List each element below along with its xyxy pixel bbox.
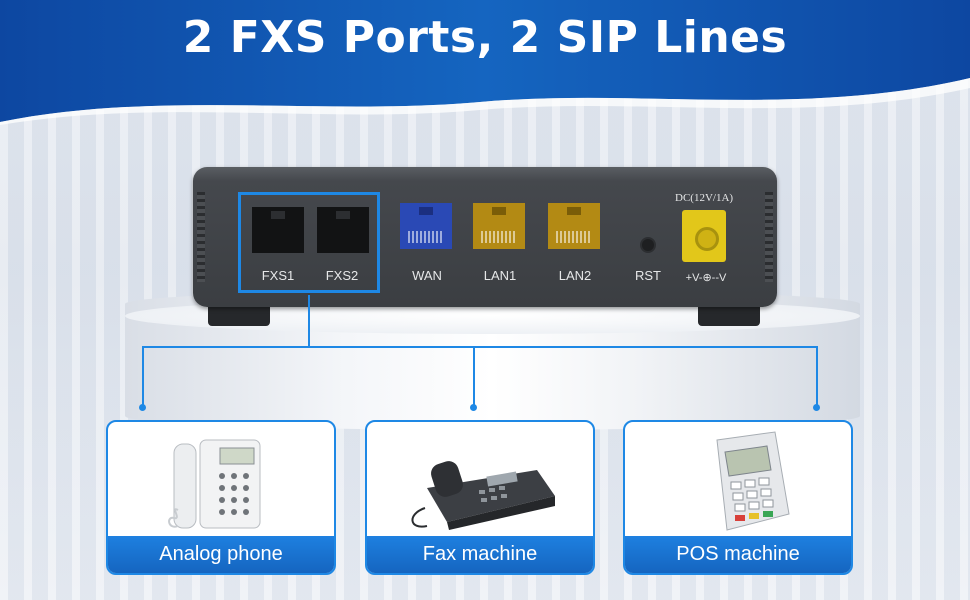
vent-right	[765, 192, 773, 282]
dc-power-jack	[682, 210, 726, 262]
device-card-fax-machine: Fax machine	[365, 420, 595, 575]
fxs2-label: FXS2	[325, 268, 359, 283]
dc-power-label: DC(12V/1A)	[675, 192, 734, 204]
connector-drop-left	[142, 346, 144, 406]
vent-left	[197, 192, 205, 282]
fax-machine-icon	[367, 426, 593, 538]
connector-stem	[308, 295, 310, 347]
connector-drop-right	[816, 346, 818, 406]
connector-dot-center	[470, 404, 477, 411]
connector-drop-center	[473, 346, 475, 406]
device-card-analog-phone: Analog phone	[106, 420, 336, 575]
header-banner: 2 FXS Ports, 2 SIP Lines	[0, 0, 970, 125]
device-card-pos-machine: POS machine	[623, 420, 853, 575]
wan-port	[400, 203, 452, 249]
page-title: 2 FXS Ports, 2 SIP Lines	[182, 12, 788, 63]
rst-label: RST	[635, 268, 661, 283]
dc-polarity-label: +V-⊕--V	[685, 272, 727, 284]
reset-button	[640, 237, 656, 253]
fax-machine-label: Fax machine	[367, 536, 593, 573]
pos-machine-icon	[625, 426, 851, 538]
fxs-port-group	[238, 192, 380, 293]
wan-label: WAN	[412, 268, 442, 283]
connector-dot-left	[139, 404, 146, 411]
lan1-label: LAN1	[483, 268, 517, 283]
fxs1-label: FXS1	[261, 268, 295, 283]
pos-machine-label: POS machine	[625, 536, 851, 573]
lan2-port	[548, 203, 600, 249]
connector-horizontal	[142, 346, 818, 348]
connector-dot-right	[813, 404, 820, 411]
lan1-port	[473, 203, 525, 249]
lan2-label: LAN2	[558, 268, 592, 283]
fxs1-port	[252, 207, 304, 253]
analog-phone-label: Analog phone	[108, 536, 334, 573]
analog-phone-icon	[108, 426, 334, 538]
fxs2-port	[317, 207, 369, 253]
